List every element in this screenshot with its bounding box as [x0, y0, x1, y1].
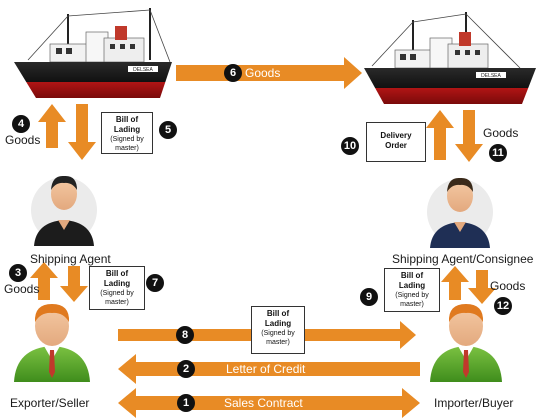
step-9-badge: 9	[360, 288, 378, 306]
consignee-label: Shipping Agent/Consignee	[392, 252, 534, 266]
ship-left-nameplate: DELSEA	[133, 67, 153, 73]
bol-title: Bill of	[266, 309, 290, 318]
step-2-badge: 2	[177, 360, 195, 378]
bol-note: master)	[115, 145, 139, 152]
step-3-label: Goods	[4, 282, 40, 296]
arrow-bol-ship-to-agent	[68, 104, 96, 160]
bol-title: Bill of	[400, 271, 424, 280]
ship-right-nameplate: DELSEA	[481, 73, 501, 79]
step-10-badge: 10	[341, 137, 359, 155]
arrow-goods-consignee-to-importer	[468, 270, 496, 304]
step-6-badge: 6	[224, 64, 242, 82]
arrow-bol-importer-to-consignee	[441, 266, 469, 300]
bol-title: Lading	[113, 125, 141, 134]
bol-title: Lading	[264, 319, 292, 328]
step-5-badge: 5	[159, 121, 177, 139]
arrow-letter-of-credit	[118, 354, 420, 384]
importer-figure	[430, 304, 502, 382]
arrow-goods-ship-to-ship	[176, 57, 362, 89]
step-12-badge: 12	[494, 297, 512, 315]
step-7-badge: 7	[146, 274, 164, 292]
importer-label: Importer/Buyer	[434, 396, 514, 410]
step-4-label: Goods	[5, 133, 41, 147]
bill-of-lading-doc-5: Bill of Lading (Signed by master)	[101, 112, 153, 154]
bol-note: master)	[105, 299, 129, 306]
step-12-label: Goods	[490, 279, 526, 293]
arrow-bol-agent-to-exporter	[60, 266, 88, 302]
bill-of-lading-doc-9: Bill of Lading (Signed by master)	[384, 268, 440, 312]
bol-note: (Signed by	[261, 330, 295, 337]
step-3-badge: 3	[9, 264, 27, 282]
bol-note: (Signed by	[395, 292, 429, 299]
arrow-goods-exporter-to-agent	[30, 262, 58, 300]
bol-title: Lading	[398, 281, 426, 290]
bol-title: Bill of	[105, 269, 129, 278]
step-1-label: Sales Contract	[224, 396, 303, 410]
bol-title: Lading	[103, 279, 131, 288]
ship-left	[14, 8, 172, 98]
step-11-label: Goods	[483, 126, 519, 140]
bol-note: (Signed by	[110, 136, 144, 143]
step-11-badge: 11	[489, 144, 507, 162]
delivery-order-title: Delivery	[380, 131, 412, 140]
bol-note: master)	[400, 301, 424, 308]
bill-of-lading-doc-7: Bill of Lading (Signed by master)	[89, 266, 145, 310]
arrow-goods-agent-to-ship	[38, 104, 66, 148]
bol-title: Bill of	[115, 115, 139, 124]
bol-note: master)	[266, 339, 290, 346]
exporter-label: Exporter/Seller	[10, 396, 90, 410]
step-2-label: Letter of Credit	[226, 362, 306, 376]
delivery-order-doc: Delivery Order	[366, 122, 426, 162]
step-8-badge: 8	[176, 326, 194, 344]
ship-right	[364, 12, 536, 104]
exporter-figure	[14, 304, 90, 382]
step-1-badge: 1	[177, 394, 195, 412]
arrow-goods-ship-to-consignee	[455, 110, 483, 162]
delivery-order-title: Order	[385, 141, 407, 150]
shipping-agent-label: Shipping Agent	[30, 252, 111, 266]
arrow-delivery-order-up	[426, 110, 454, 160]
bol-note: (Signed by	[100, 290, 134, 297]
bill-of-lading-doc-8: Bill of Lading (Signed by master)	[251, 306, 305, 354]
shipping-agent-figure	[31, 175, 97, 246]
consignee-figure	[427, 177, 493, 248]
step-4-badge: 4	[12, 115, 30, 133]
step-6-label: Goods	[245, 66, 281, 80]
arrow-sales-contract	[118, 388, 420, 418]
